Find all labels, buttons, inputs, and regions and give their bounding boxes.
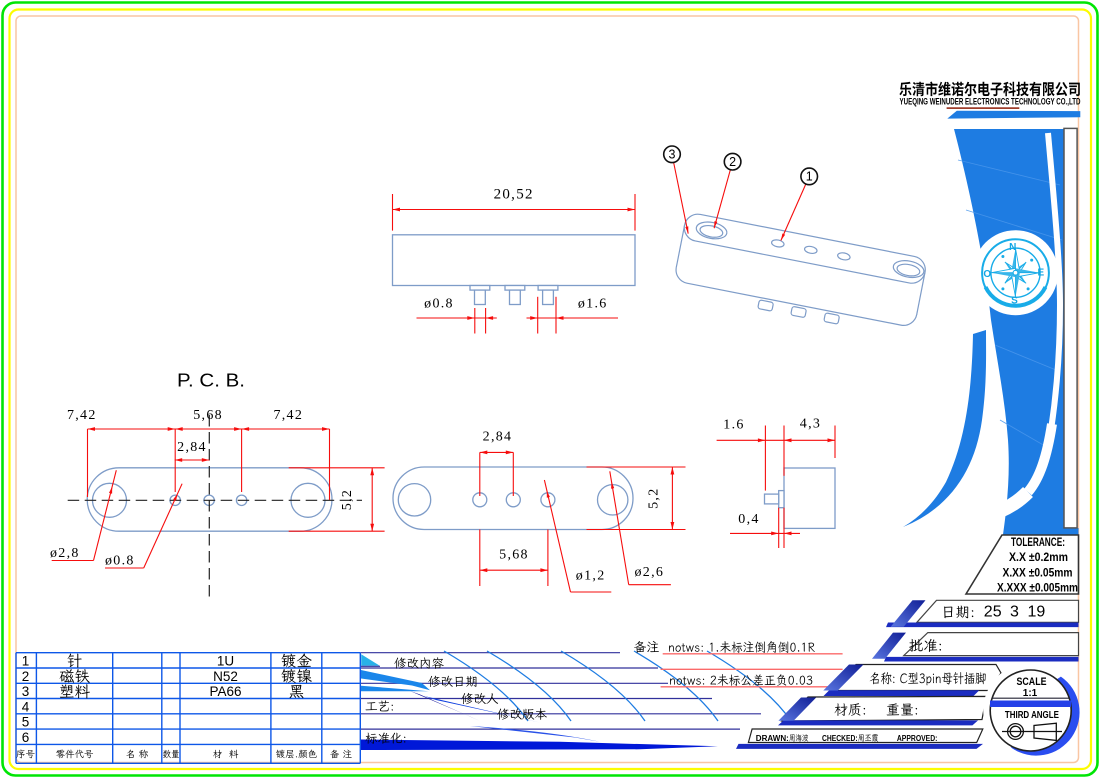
svg-text:5,2: 5,2 <box>340 489 355 510</box>
svg-text:5,2: 5,2 <box>647 487 662 508</box>
svg-text:ø0.8: ø0.8 <box>424 297 454 312</box>
svg-text:4,3: 4,3 <box>800 417 821 432</box>
svg-text:E: E <box>1037 268 1044 279</box>
svg-text:1.6: 1.6 <box>723 418 744 433</box>
svg-text:APPROVED:: APPROVED: <box>897 734 938 743</box>
svg-text:2: 2 <box>729 155 736 169</box>
svg-text:7,42: 7,42 <box>67 408 97 423</box>
svg-text:THIRD ANGLE: THIRD ANGLE <box>1005 710 1059 721</box>
svg-text:5,68: 5,68 <box>499 548 529 563</box>
svg-text:5: 5 <box>22 715 30 730</box>
svg-text:X.XXX ±0.005mm: X.XXX ±0.005mm <box>997 583 1078 595</box>
svg-text:1: 1 <box>806 170 813 184</box>
svg-text:3: 3 <box>669 148 676 162</box>
svg-text:O: O <box>983 269 991 280</box>
svg-text:ø1.6: ø1.6 <box>578 297 608 312</box>
svg-text:P. C. B.: P. C. B. <box>177 371 245 391</box>
svg-text:N: N <box>1009 242 1016 253</box>
svg-text:3: 3 <box>22 684 30 699</box>
svg-text:0,4: 0,4 <box>738 512 759 527</box>
svg-text:X.XX ±0.05mm: X.XX ±0.05mm <box>1003 567 1073 579</box>
svg-text:4: 4 <box>22 699 30 714</box>
svg-text:3: 3 <box>1010 604 1019 621</box>
svg-text:20,52: 20,52 <box>494 187 534 203</box>
svg-text:YUEQING WEINUDER ELECTRONICS T: YUEQING WEINUDER ELECTRONICS TECHNOLOGY … <box>900 97 1081 108</box>
svg-text:ø2,8: ø2,8 <box>50 546 80 561</box>
svg-text:ø2,6: ø2,6 <box>635 565 665 580</box>
svg-text:1U: 1U <box>217 654 234 669</box>
svg-text:PA66: PA66 <box>209 684 241 699</box>
svg-text:7,42: 7,42 <box>273 408 303 423</box>
svg-text:19: 19 <box>1028 604 1046 621</box>
svg-text:25: 25 <box>984 604 1002 621</box>
svg-text:2: 2 <box>22 669 30 684</box>
svg-text:ø1,2: ø1,2 <box>576 569 606 584</box>
svg-text:N52: N52 <box>213 669 238 684</box>
svg-text:S: S <box>1011 295 1018 306</box>
svg-text:6: 6 <box>22 730 30 745</box>
svg-text:CHECKED:: CHECKED: <box>822 734 858 743</box>
svg-text:ø0.8: ø0.8 <box>105 554 135 569</box>
svg-text:DRAWN:: DRAWN: <box>756 734 789 743</box>
svg-text:1:1: 1:1 <box>1023 688 1038 699</box>
svg-text:5,68: 5,68 <box>193 408 223 423</box>
svg-text:2,84: 2,84 <box>483 430 513 445</box>
svg-text:1: 1 <box>22 654 30 669</box>
svg-text:TOLERANCE:: TOLERANCE: <box>1011 537 1065 549</box>
svg-text:SCALE: SCALE <box>1017 676 1047 688</box>
svg-text:X.X ±0.2mm: X.X ±0.2mm <box>1009 552 1068 564</box>
svg-text:2,84: 2,84 <box>177 440 207 455</box>
